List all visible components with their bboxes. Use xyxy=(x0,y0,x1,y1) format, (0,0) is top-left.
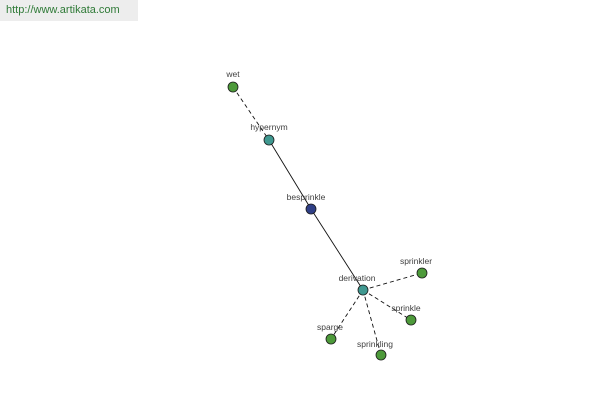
edge-derivation-sprinkling xyxy=(362,289,382,356)
edge-wet-hypernym xyxy=(232,86,270,141)
label-layer: wet hypernym besprinkle derivation sprinkler… xyxy=(225,69,432,349)
node-label-wet[interactable]: wet xyxy=(225,69,240,79)
edge-derivation-sparge xyxy=(330,289,364,340)
node-sprinkling[interactable] xyxy=(375,349,387,361)
node-layer xyxy=(227,81,428,361)
node-label-derivation[interactable]: derivation xyxy=(339,273,376,283)
node-sprinkler[interactable] xyxy=(416,267,428,279)
source-url-banner[interactable]: http://www.artikata.com xyxy=(0,0,138,21)
node-label-hypernym[interactable]: hypernym xyxy=(250,122,287,132)
node-label-sprinkle[interactable]: sprinkle xyxy=(391,303,421,313)
node-hypernym[interactable] xyxy=(263,134,275,146)
node-besprinkle[interactable] xyxy=(305,203,317,215)
edge-besprinkle-derivation xyxy=(310,208,364,291)
edge-derivation-sprinkle xyxy=(362,289,412,321)
node-derivation[interactable] xyxy=(357,284,369,296)
node-label-sprinkling[interactable]: sprinkling xyxy=(357,339,393,349)
node-wet[interactable] xyxy=(227,81,239,93)
edge-hypernym-besprinkle xyxy=(268,139,312,210)
edge-layer xyxy=(232,86,423,356)
node-label-sprinkler[interactable]: sprinkler xyxy=(400,256,432,266)
edge-derivation-sprinkler xyxy=(362,272,423,291)
node-label-sparge[interactable]: sparge xyxy=(317,322,343,332)
node-sprinkle[interactable] xyxy=(405,314,417,326)
node-label-besprinkle[interactable]: besprinkle xyxy=(287,192,326,202)
node-sparge[interactable] xyxy=(325,333,337,345)
